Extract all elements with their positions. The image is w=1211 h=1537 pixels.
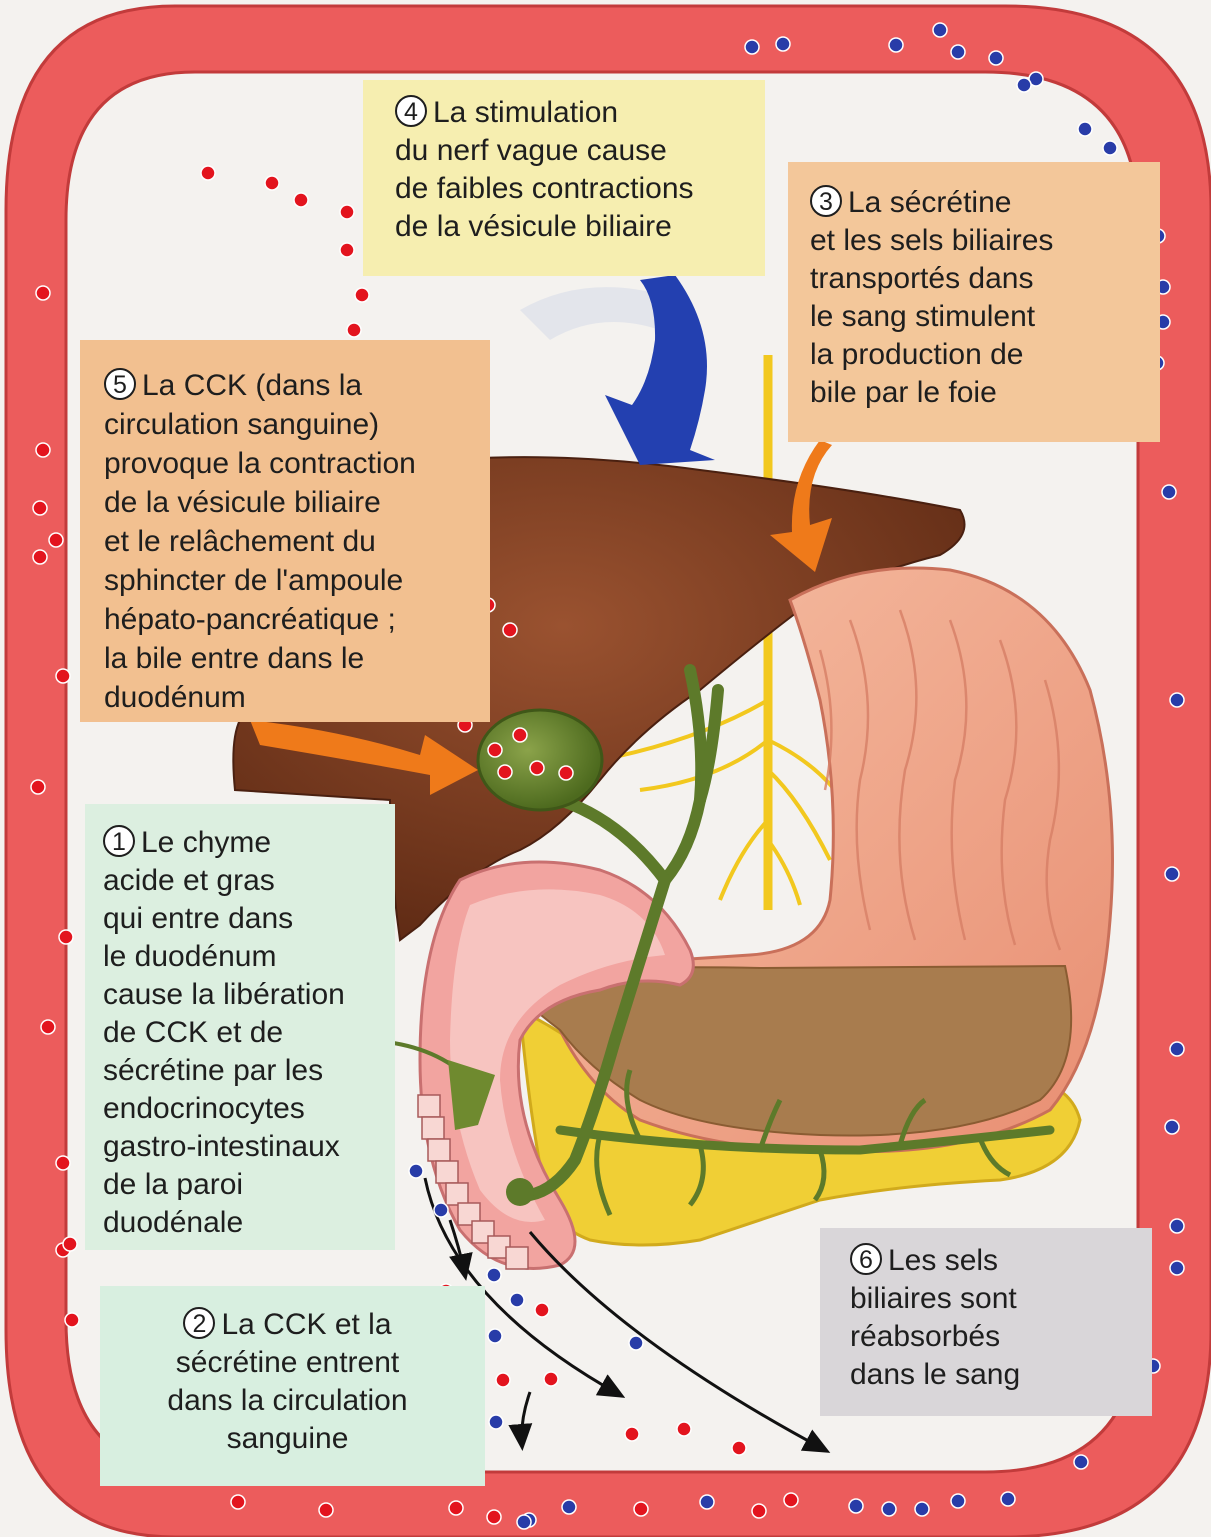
secretin-molecule-dot: [1170, 1261, 1184, 1275]
secretin-molecule-dot: [1170, 1042, 1184, 1056]
step-4-number: 4: [395, 95, 427, 127]
cck-molecule-dot: [36, 443, 50, 457]
secretin-molecule-dot: [409, 1164, 423, 1178]
ampulla: [506, 1178, 534, 1206]
secretin-molecule-dot: [517, 1515, 531, 1529]
cck-molecule-dot: [784, 1493, 798, 1507]
step-3-text: La sécrétine et les sels biliaires trans…: [810, 186, 1053, 409]
cck-molecule-dot: [231, 1495, 245, 1509]
cck-molecule-dot: [56, 1156, 70, 1170]
cck-molecule-dot: [496, 1373, 510, 1387]
step-1-number: 1: [103, 825, 135, 857]
cck-molecule-dot: [732, 1441, 746, 1455]
gallbladder: [478, 710, 602, 810]
cck-molecule-dot: [65, 1313, 79, 1327]
cck-molecule-dot: [488, 743, 502, 757]
secretin-molecule-dot: [629, 1336, 643, 1350]
cck-molecule-dot: [59, 930, 73, 944]
secretin-molecule-dot: [510, 1293, 524, 1307]
cck-molecule-dot: [56, 669, 70, 683]
cck-molecule-dot: [347, 323, 361, 337]
cck-molecule-dot: [544, 1372, 558, 1386]
cck-molecule-dot: [449, 1501, 463, 1515]
secretin-molecule-dot: [951, 45, 965, 59]
cck-molecule-dot: [503, 623, 517, 637]
secretin-molecule-dot: [1165, 867, 1179, 881]
step-5-number: 5: [104, 368, 136, 400]
secretin-molecule-dot: [882, 1502, 896, 1516]
cck-molecule-dot: [41, 1020, 55, 1034]
cck-molecule-dot: [677, 1422, 691, 1436]
cck-molecule-dot: [63, 1237, 77, 1251]
cck-molecule-dot: [487, 1510, 501, 1524]
secretin-molecule-dot: [951, 1494, 965, 1508]
secretin-molecule-dot: [1165, 1120, 1179, 1134]
secretin-molecule-dot: [1078, 122, 1092, 136]
secretin-molecule-dot: [1162, 485, 1176, 499]
step-6-number: 6: [850, 1243, 882, 1275]
secretin-molecule-dot: [489, 1415, 503, 1429]
step-5-text: La CCK (dans la circulation sanguine) pr…: [104, 369, 416, 714]
cck-molecule-dot: [33, 550, 47, 564]
cck-molecule-dot: [625, 1427, 639, 1441]
secretin-molecule-dot: [745, 40, 759, 54]
secretin-molecule-dot: [915, 1502, 929, 1516]
step-3-number: 3: [810, 185, 842, 217]
secretin-molecule-dot: [434, 1203, 448, 1217]
cck-molecule-dot: [49, 533, 63, 547]
secretin-molecule-dot: [487, 1268, 501, 1282]
cck-molecule-dot: [498, 765, 512, 779]
step-4-text: La stimulation du nerf vague cause de fa…: [395, 96, 694, 243]
cck-molecule-dot: [201, 166, 215, 180]
cck-molecule-dot: [340, 243, 354, 257]
secretin-molecule-dot: [989, 51, 1003, 65]
secretin-molecule-dot: [933, 23, 947, 37]
cck-molecule-dot: [752, 1504, 766, 1518]
cck-molecule-dot: [559, 766, 573, 780]
secretin-molecule-dot: [488, 1329, 502, 1343]
secretin-molecule-dot: [1017, 78, 1031, 92]
cck-molecule-dot: [31, 780, 45, 794]
secretin-molecule-dot: [562, 1500, 576, 1514]
cck-molecule-dot: [33, 501, 47, 515]
secretin-molecule-dot: [889, 38, 903, 52]
secretin-molecule-dot: [1103, 141, 1117, 155]
cck-molecule-dot: [355, 288, 369, 302]
secretin-molecule-dot: [1170, 1219, 1184, 1233]
cck-molecule-dot: [319, 1503, 333, 1517]
step-2-number: 2: [183, 1307, 215, 1339]
secretin-molecule-dot: [1001, 1492, 1015, 1506]
cck-molecule-dot: [265, 176, 279, 190]
step-1-text: Le chyme acide et gras qui entre dans le…: [103, 826, 345, 1239]
cck-molecule-dot: [294, 193, 308, 207]
cck-molecule-dot: [535, 1303, 549, 1317]
secretin-molecule-dot: [1170, 693, 1184, 707]
cck-molecule-dot: [340, 205, 354, 219]
secretin-molecule-dot: [849, 1499, 863, 1513]
secretin-molecule-dot: [1074, 1455, 1088, 1469]
cck-molecule-dot: [530, 761, 544, 775]
secretin-molecule-dot: [776, 37, 790, 51]
cck-molecule-dot: [513, 728, 527, 742]
secretin-molecule-dot: [700, 1495, 714, 1509]
cck-molecule-dot: [36, 286, 50, 300]
cck-molecule-dot: [634, 1502, 648, 1516]
